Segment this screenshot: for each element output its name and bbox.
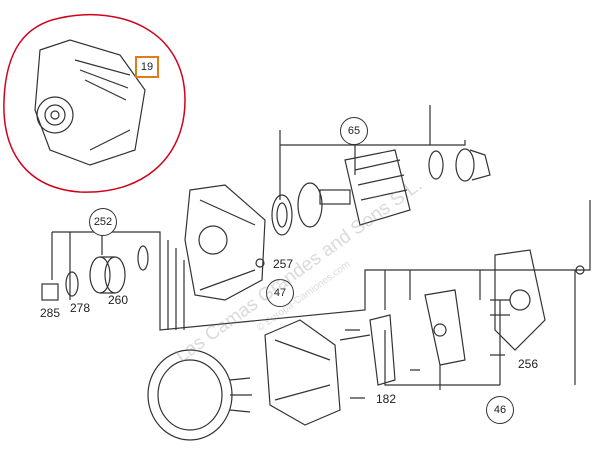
callout-47: 47 bbox=[266, 279, 294, 307]
callout-46: 46 bbox=[486, 396, 514, 424]
stator-icon bbox=[264, 319, 341, 426]
rotor-icon bbox=[319, 149, 411, 226]
front-cover-icon bbox=[147, 349, 252, 441]
part-label-278: 278 bbox=[70, 301, 91, 315]
part-label-257: 257 bbox=[273, 257, 294, 271]
callout-252: 252 bbox=[89, 208, 117, 236]
regulator-icon bbox=[339, 314, 396, 386]
highlight-circle bbox=[3, 14, 186, 193]
rectifier-icon bbox=[424, 289, 466, 366]
bearing-icon bbox=[428, 150, 444, 180]
part-label-285: 285 bbox=[40, 306, 61, 320]
spacer-icon bbox=[297, 182, 323, 228]
part-label-256: 256 bbox=[518, 357, 539, 371]
callout-65: 65 bbox=[340, 117, 368, 145]
nut-icon bbox=[41, 283, 59, 301]
pulley-icon bbox=[89, 256, 126, 294]
highlight-label: 19 bbox=[135, 56, 159, 78]
washer-icon bbox=[65, 271, 79, 297]
bearing-icon bbox=[271, 194, 293, 236]
part-label-260: 260 bbox=[108, 293, 129, 307]
alternator-assembly-icon bbox=[34, 39, 146, 166]
drive-end-housing-icon bbox=[184, 184, 266, 301]
part-label-182: 182 bbox=[376, 392, 397, 406]
